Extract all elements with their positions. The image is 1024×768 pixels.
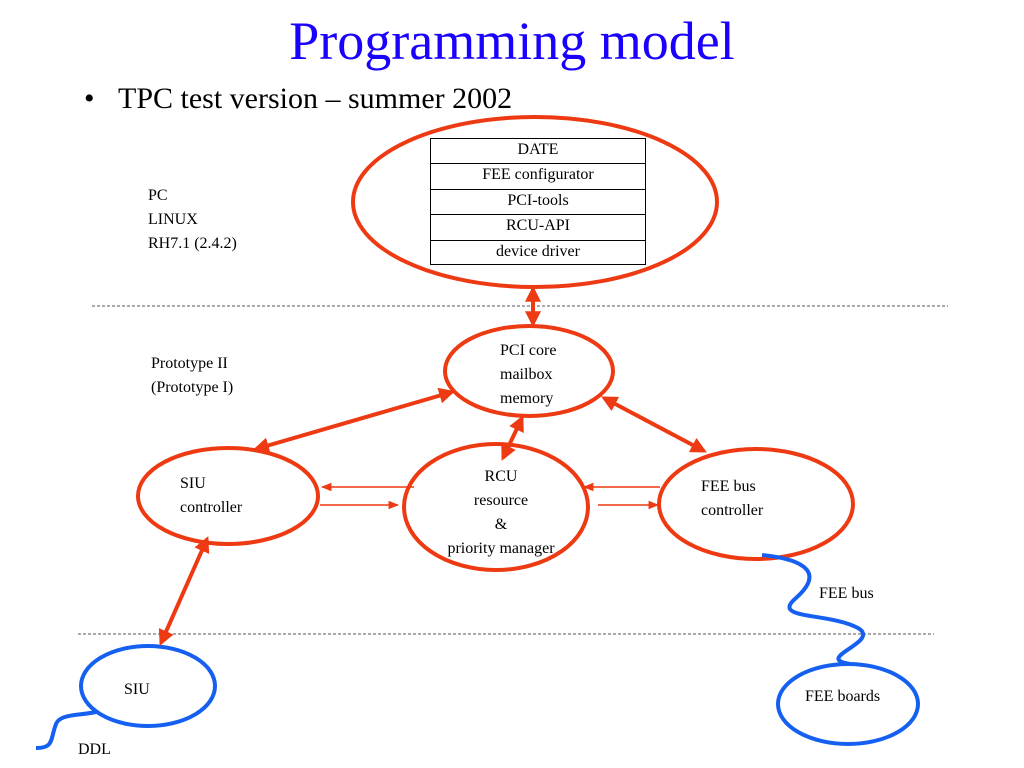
siu-label: SIU: [124, 681, 150, 698]
stack-layer-label: DATE: [517, 141, 559, 158]
bullet-item: • TPC test version – summer 2002: [84, 84, 512, 114]
stack-layer-device-driver: device driver: [431, 241, 645, 266]
stack-layer-label: FEE configurator: [482, 166, 594, 184]
rcu-label-line: RCU: [484, 468, 518, 485]
siu-controller-label-line: SIU: [180, 475, 206, 492]
pc-label: PC LINUX RH7.1 (2.4.2): [148, 184, 237, 256]
ddl-label: DDL: [78, 741, 111, 758]
stack-layer-date: DATE: [431, 139, 645, 165]
pci-core-label-line: mailbox: [500, 366, 553, 383]
rcu-label-line: &: [494, 516, 508, 533]
rcu-label-line: resource: [473, 492, 529, 509]
rcu-label-line: priority manager: [447, 540, 555, 557]
stack-layer-label: device driver: [496, 242, 580, 260]
stack-layer-pci-tools: PCI-tools: [431, 190, 645, 216]
stack-layer-fee-configurator: FEE configurator: [431, 164, 645, 190]
pci-rcu-arrow: [501, 415, 524, 461]
fee-bus-cable: [761, 553, 866, 666]
fee-bus-controller-label-line: controller: [701, 502, 764, 519]
bullet-text: TPC test version – summer 2002: [118, 82, 513, 115]
fee-boards-label: FEE boards: [805, 688, 881, 705]
siu-controller-label: SIU controller: [180, 472, 242, 520]
pc-label-line: RH7.1 (2.4.2): [148, 235, 237, 252]
rcu-ellipse: [402, 442, 590, 572]
rcu-label: RCU resource & priority manager: [426, 465, 576, 561]
ddl-cable: [35, 710, 97, 750]
pci-fee-controller-arrow: [601, 396, 707, 453]
stack-layer-label: RCU-API: [505, 217, 570, 235]
siu-ellipse: [79, 644, 217, 728]
siu-controller-ellipse: [136, 446, 320, 546]
pc-software-stack: DATE FEE configurator PCI-tools RCU-API …: [430, 138, 646, 265]
pci-core-label-line: PCI core: [500, 342, 557, 359]
pci-core-label: PCI core mailbox memory: [500, 339, 556, 411]
pci-core-label-line: memory: [500, 390, 554, 407]
prototype-label-line: Prototype II: [151, 355, 228, 372]
pc-label-line: PC: [148, 187, 168, 204]
siu-controller-label-line: controller: [180, 499, 243, 516]
prototype-label-line: (Prototype I): [151, 379, 234, 396]
bullet-marker: •: [84, 82, 95, 115]
siu-controller-siu-arrow: [158, 536, 210, 646]
slide-title: Programming model: [289, 11, 735, 71]
pc-label-line: LINUX: [148, 211, 198, 228]
fee-bus-controller-label: FEE bus controller: [701, 475, 763, 523]
stack-layer-rcu-api: RCU-API: [431, 215, 645, 241]
stack-layer-label: PCI-tools: [507, 191, 569, 209]
prototype-label: Prototype II (Prototype I): [151, 352, 233, 400]
pci-siu-controller-arrow: [252, 387, 456, 454]
fee-bus-controller-label-line: FEE bus: [701, 478, 756, 495]
fee-bus-label: FEE bus: [819, 585, 874, 602]
